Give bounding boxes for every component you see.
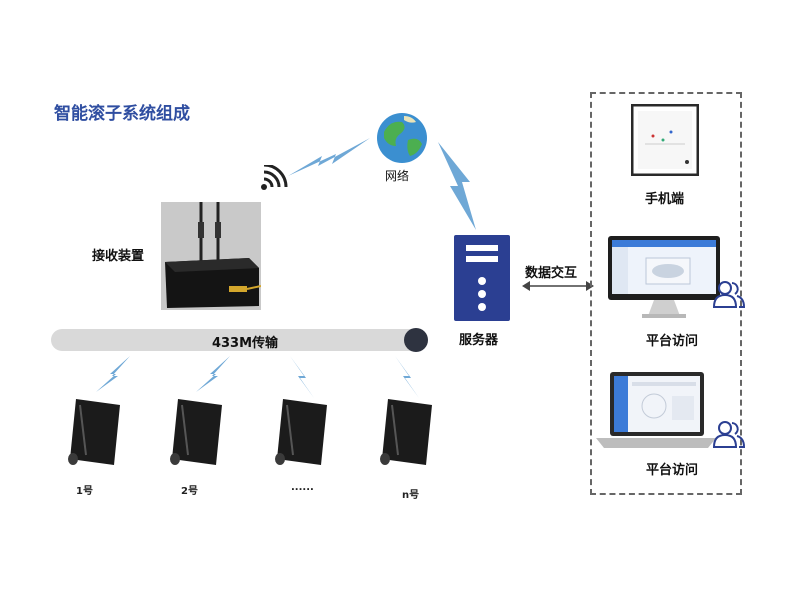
transmission-label: 433M传输: [211, 336, 279, 351]
mobile-label: 手机端: [645, 192, 685, 207]
diagram-title: 智能滚子系统组成: [54, 104, 190, 124]
roller-label: 2号: [181, 486, 198, 497]
lightning-icon: [290, 356, 314, 398]
bidirectional-arrow-icon: [522, 281, 594, 291]
transmission-bar: [51, 329, 427, 351]
wifi-icon: [261, 165, 288, 190]
phone-icon: [631, 104, 699, 176]
server-label: 服务器: [459, 333, 499, 348]
roller-label: ......: [291, 482, 314, 493]
roller-label: 1号: [76, 486, 93, 497]
roller-icon: [170, 399, 222, 465]
transmission-bar-end: [404, 328, 428, 352]
data-exchange-label: 数据交互: [525, 266, 578, 281]
receiver-label: 接收装置: [92, 249, 145, 264]
receiver-device-photo: [161, 202, 261, 310]
client-group: [590, 92, 742, 495]
roller-icon: [275, 399, 327, 465]
roller-icon: [380, 399, 432, 465]
globe-icon: [377, 113, 427, 163]
monitor-icon: [608, 236, 720, 318]
lightning-icon: [96, 356, 130, 392]
lightning-icon: [288, 138, 370, 176]
laptop-icon: [596, 372, 716, 448]
users-icon: [713, 281, 745, 308]
platform-label-2: 平台访问: [646, 463, 699, 478]
lightning-icon: [438, 142, 476, 230]
lightning-icon: [395, 356, 419, 398]
internet-label: 网络: [385, 169, 410, 183]
lightning-icon: [196, 356, 230, 392]
users-icon: [713, 421, 745, 448]
roller-label: n号: [402, 490, 420, 501]
platform-label-1: 平台访问: [646, 334, 699, 349]
roller-icon: [68, 399, 120, 465]
server-icon: [454, 235, 510, 321]
